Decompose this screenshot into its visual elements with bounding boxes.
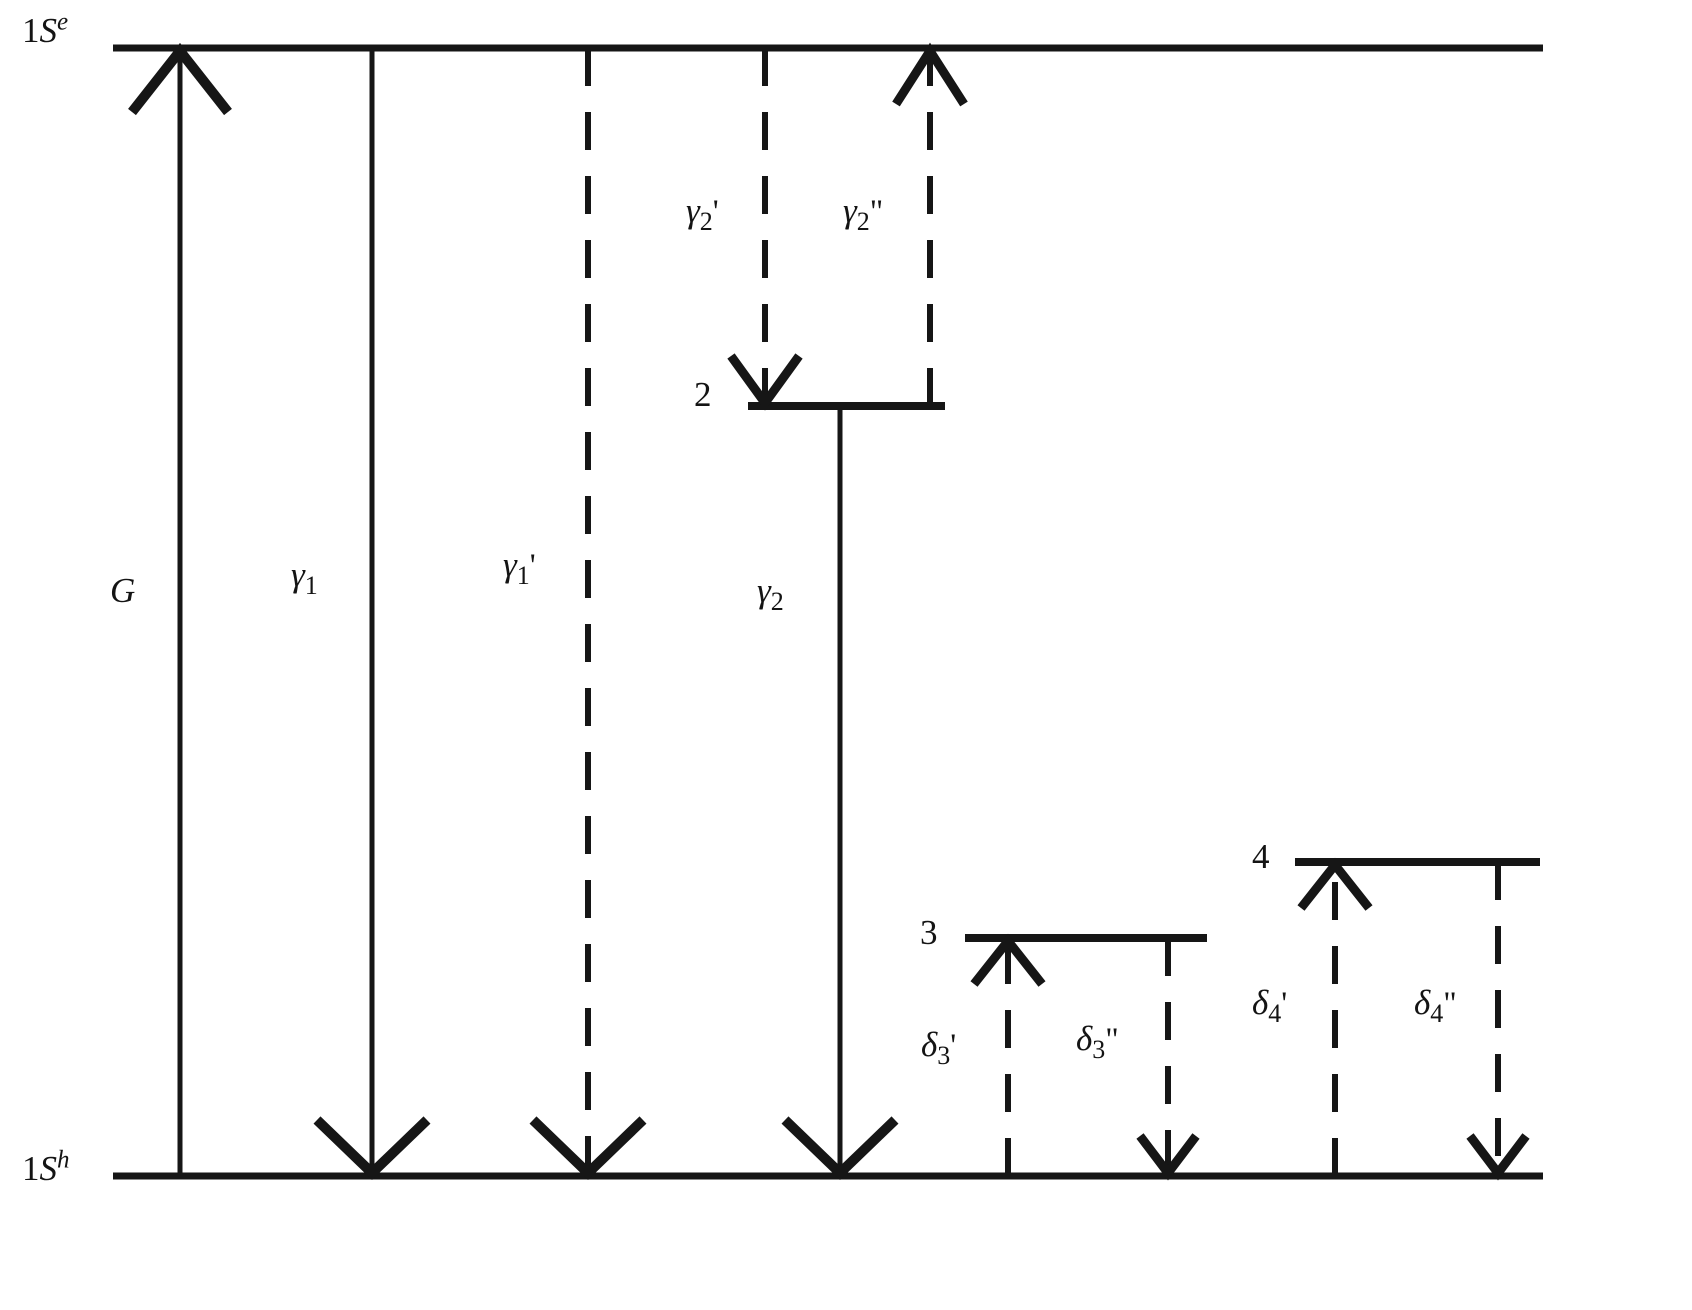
arrow-delta4-dblprime-head: [1466, 1133, 1530, 1181]
arrow-G-head: [128, 42, 232, 116]
arrow-gamma1-prime-head: [529, 1116, 647, 1180]
arrow-delta4-prime-head: [1297, 857, 1373, 911]
arrow-gamma2-dblprime-head: [892, 42, 968, 107]
arrow-gamma2-head: [781, 1116, 899, 1180]
arrow-gamma1-head: [313, 1116, 431, 1180]
arrow-gamma2-prime-head: [727, 353, 803, 411]
arrow-delta3-dblprime-head: [1136, 1133, 1200, 1181]
arrow-delta3-prime-head: [970, 933, 1046, 987]
